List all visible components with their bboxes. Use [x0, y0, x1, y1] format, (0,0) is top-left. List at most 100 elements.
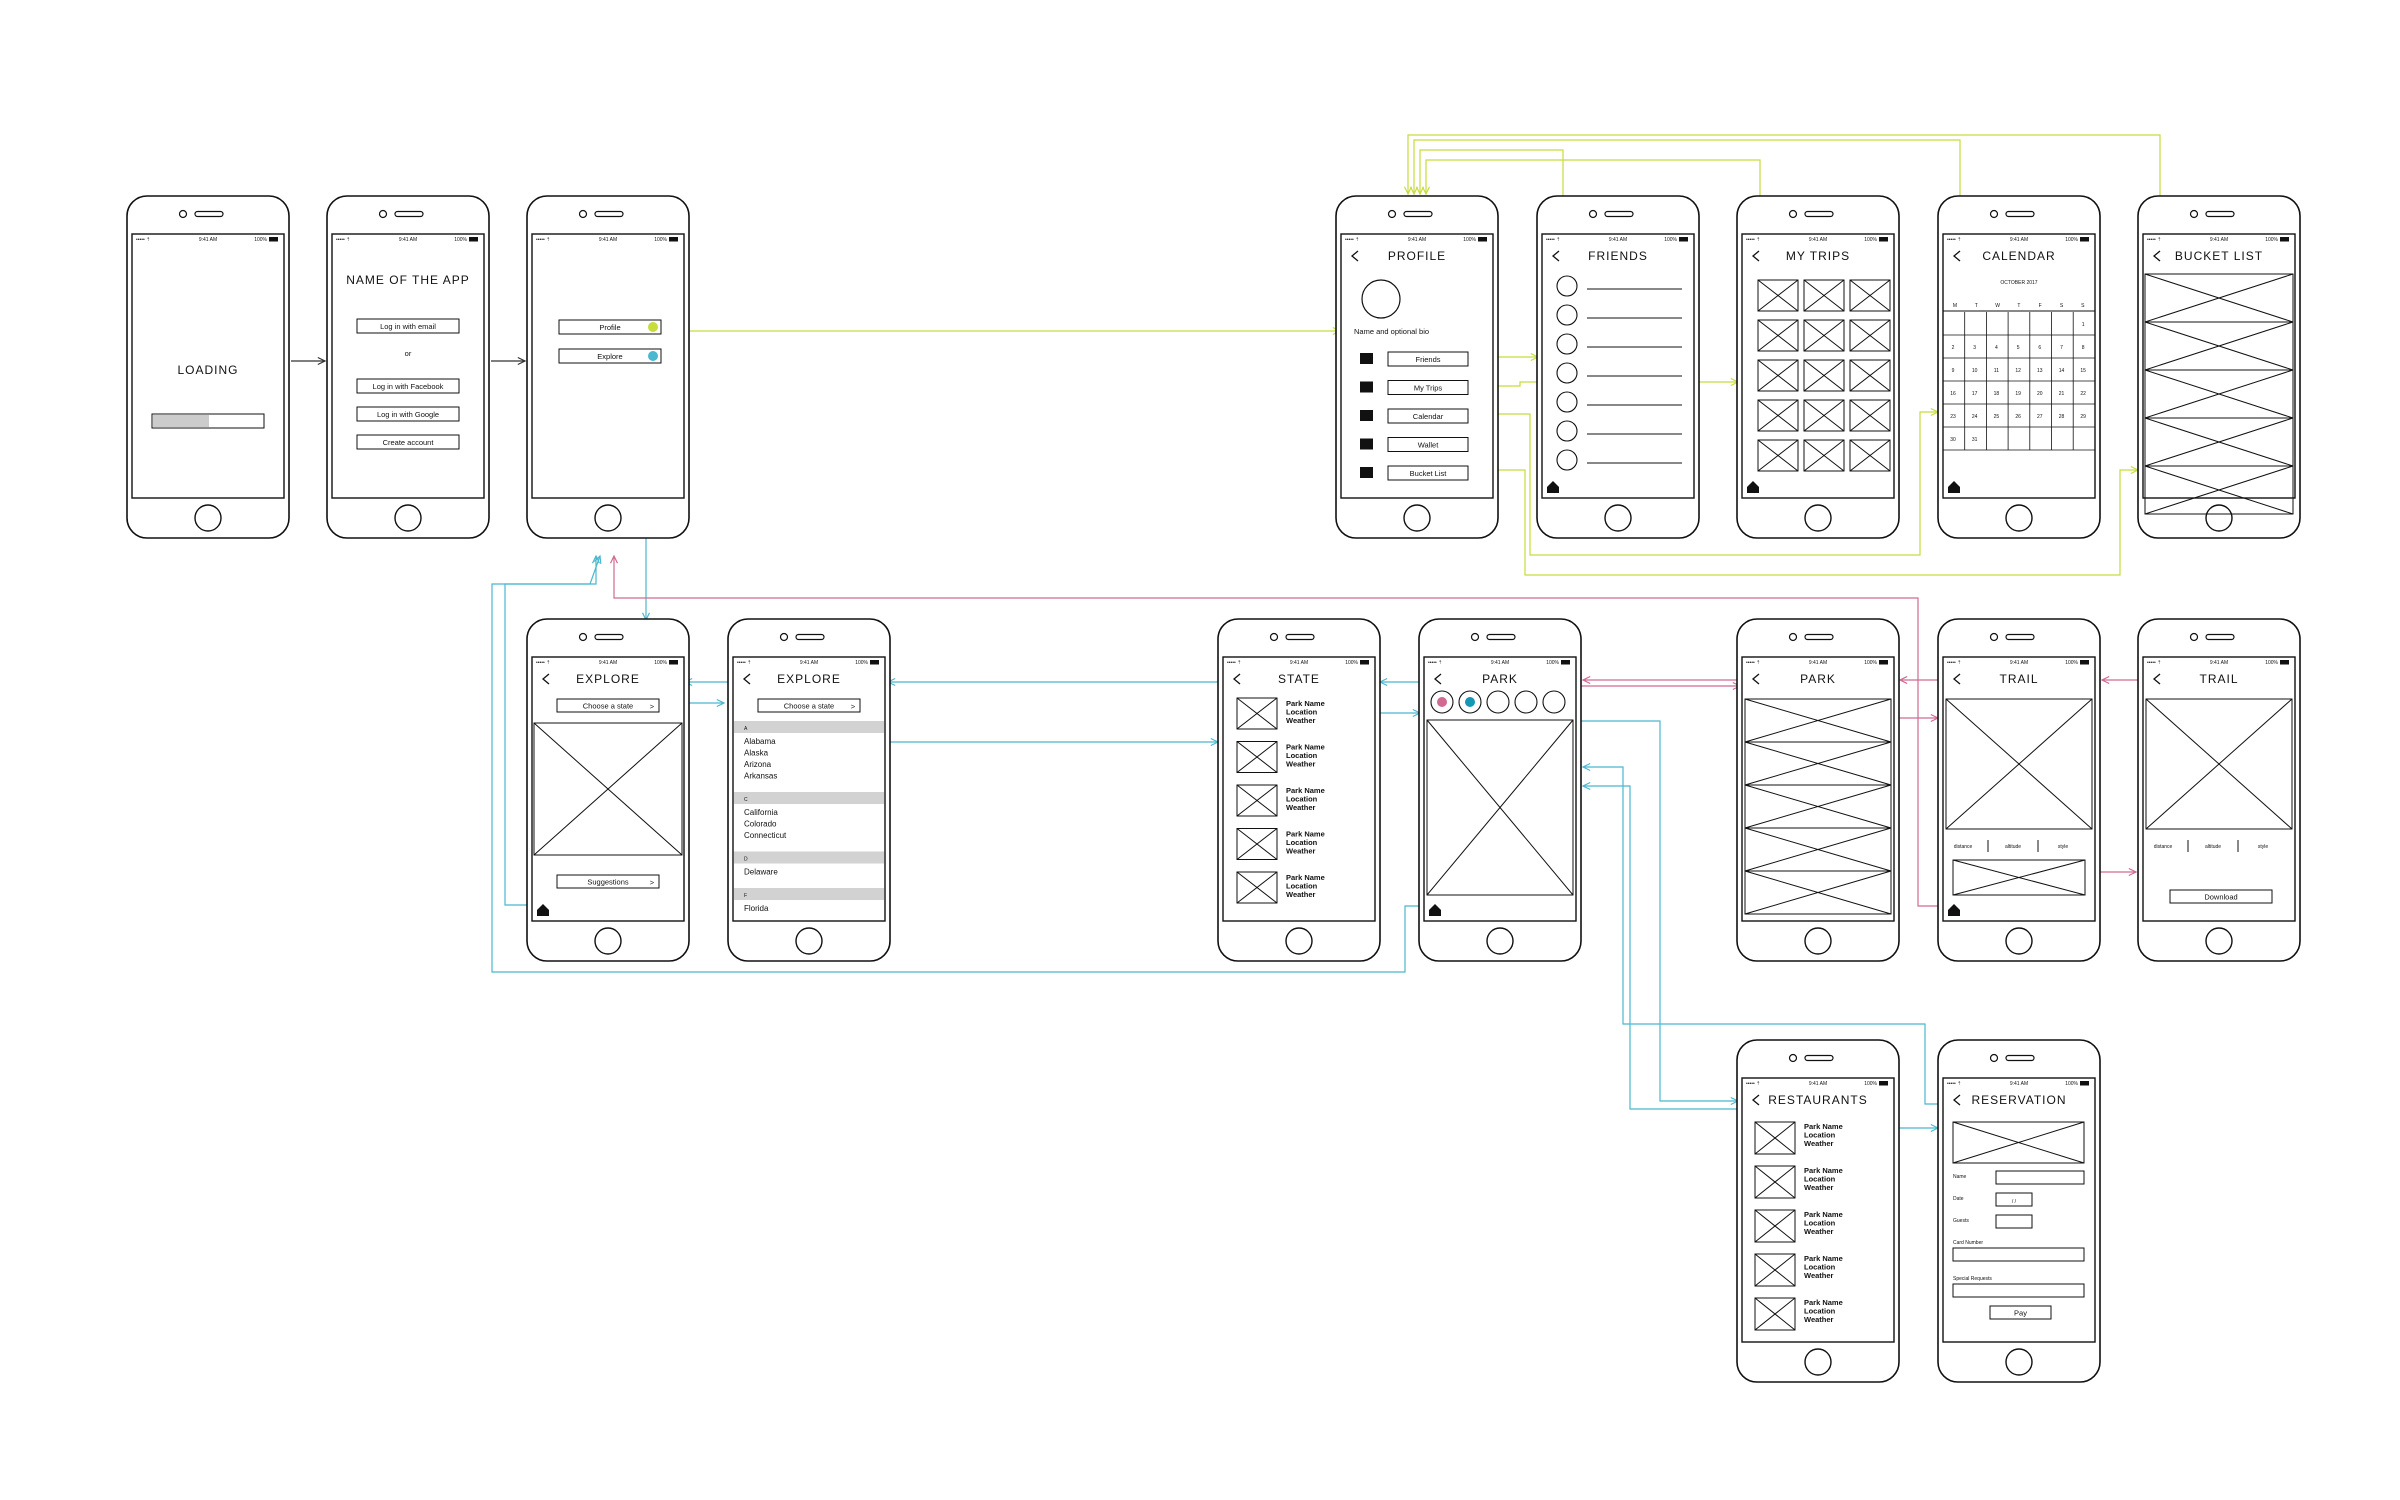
suggestions-button-label[interactable]: Suggestions [587, 878, 629, 887]
home-icon[interactable] [1747, 481, 1759, 493]
restaurant-list-text[interactable]: Location [1804, 1175, 1836, 1184]
profile-calendar-button-label[interactable]: Calendar [1413, 412, 1444, 421]
calendar-day[interactable]: 3 [1973, 345, 1976, 351]
calendar-day[interactable]: 19 [2015, 391, 2021, 397]
home-button[interactable] [394, 504, 422, 532]
chevron-left-icon[interactable] [742, 673, 751, 685]
park-list-text[interactable]: Park Name [1286, 830, 1325, 839]
date-value[interactable]: / / [2012, 1199, 2017, 1205]
restaurant-list-text[interactable]: Location [1804, 1219, 1836, 1228]
home-button[interactable] [2005, 504, 2033, 532]
home-button[interactable] [1403, 504, 1431, 532]
chevron-left-icon[interactable] [541, 673, 550, 685]
restaurant-list-text[interactable]: Park Name [1804, 1166, 1843, 1175]
date-field[interactable] [1995, 1192, 2033, 1207]
chevron-left-icon[interactable] [1952, 1094, 1961, 1106]
home-button[interactable] [1804, 504, 1832, 532]
profile-my-trips-button-frame[interactable] [1387, 380, 1469, 395]
calendar-day[interactable]: 29 [2080, 414, 2086, 420]
park-tab-circle[interactable] [1458, 690, 1482, 714]
calendar-day[interactable]: 20 [2037, 391, 2043, 397]
create-account-button-label[interactable]: Create account [383, 438, 435, 447]
login-facebook-button-label[interactable]: Log in with Facebook [373, 382, 444, 391]
home-button[interactable] [1804, 1348, 1832, 1376]
login-google-button-label[interactable]: Log in with Google [377, 410, 439, 419]
explore-button[interactable]: Explore [558, 348, 662, 364]
chevron-left-icon[interactable] [1350, 250, 1359, 262]
download-button-label[interactable]: Download [2204, 893, 2237, 902]
profile-wallet-button-label[interactable]: Wallet [1418, 441, 1439, 450]
home-button[interactable] [1486, 927, 1514, 955]
home-button[interactable] [2005, 1348, 2033, 1376]
home-icon[interactable] [1948, 481, 1960, 493]
home-button[interactable] [1285, 927, 1313, 955]
calendar-day[interactable]: 16 [1950, 391, 1956, 397]
park-list-text[interactable]: Location [1286, 882, 1318, 891]
restaurant-list-text[interactable]: Park Name [1804, 1122, 1843, 1131]
calendar-day[interactable]: 8 [2082, 345, 2085, 351]
profile-friends-button-frame[interactable] [1387, 351, 1469, 367]
home-icon[interactable] [1547, 481, 1559, 493]
home-icon[interactable] [1429, 904, 1441, 916]
calendar-day[interactable]: 21 [2059, 391, 2065, 397]
special-requests-field[interactable] [1952, 1283, 2085, 1298]
login-email-button-label[interactable]: Log in with email [380, 322, 436, 331]
pay-button-frame[interactable] [1989, 1305, 2052, 1320]
chevron-left-icon[interactable] [1952, 673, 1961, 685]
calendar-day[interactable]: 30 [1950, 437, 1956, 443]
park-list-text[interactable]: Park Name [1286, 786, 1325, 795]
login-google-button[interactable]: Log in with Google [356, 406, 460, 422]
choose-state-button-frame[interactable] [757, 698, 861, 713]
calendar-day[interactable]: 22 [2080, 391, 2086, 397]
calendar-day[interactable]: 2 [1952, 345, 1955, 351]
home-button[interactable] [1604, 504, 1632, 532]
chevron-left-icon[interactable] [2152, 250, 2161, 262]
calendar-day[interactable]: 6 [2038, 345, 2041, 351]
login-email-button[interactable]: Log in with email [356, 318, 460, 334]
login-facebook-button-frame[interactable] [356, 378, 460, 394]
park-tab-circle[interactable] [1486, 690, 1510, 714]
chevron-right-icon[interactable]: > [650, 878, 655, 887]
restaurant-list-text[interactable]: Park Name [1804, 1210, 1843, 1219]
explore-button-frame[interactable] [558, 348, 662, 364]
download-button-frame[interactable] [2169, 889, 2273, 904]
home-button[interactable] [795, 927, 823, 955]
chevron-left-icon[interactable] [1433, 673, 1442, 685]
create-account-button-frame[interactable] [356, 434, 460, 450]
profile-wallet-button[interactable]: Wallet [1387, 437, 1469, 452]
profile-bucket-list-button-frame[interactable] [1387, 465, 1469, 481]
restaurant-list-text[interactable]: Location [1804, 1307, 1836, 1316]
download-button[interactable]: Download [2169, 889, 2273, 904]
profile-button-label[interactable]: Profile [599, 323, 620, 332]
park-list-text[interactable]: Weather [1286, 716, 1316, 725]
park-list-text[interactable]: Location [1286, 708, 1318, 717]
calendar-day[interactable]: 7 [2060, 345, 2063, 351]
park-tab-circle[interactable] [1542, 690, 1566, 714]
chevron-left-icon[interactable] [1751, 1094, 1760, 1106]
choose-state-button-label[interactable]: Choose a state [784, 702, 834, 711]
profile-bucket-list-button-label[interactable]: Bucket List [1410, 469, 1448, 478]
calendar-day[interactable]: 24 [1972, 414, 1978, 420]
card-number-field[interactable] [1952, 1247, 2085, 1262]
park-list-text[interactable]: Weather [1286, 890, 1316, 899]
profile-wallet-button-frame[interactable] [1387, 437, 1469, 452]
profile-bucket-list-button[interactable]: Bucket List [1387, 465, 1469, 481]
calendar-day[interactable]: 15 [2080, 368, 2086, 374]
guests-field[interactable] [1995, 1214, 2033, 1229]
login-facebook-button[interactable]: Log in with Facebook [356, 378, 460, 394]
pay-button-label[interactable]: Pay [2014, 1309, 2027, 1318]
park-list-text[interactable]: Park Name [1286, 743, 1325, 752]
park-tab-circle[interactable] [1430, 690, 1454, 714]
state-list-item[interactable]: Connecticut [744, 831, 787, 840]
park-list-text[interactable]: Weather [1286, 760, 1316, 769]
home-button[interactable] [1804, 927, 1832, 955]
friend-avatar[interactable] [1556, 362, 1578, 384]
calendar-day[interactable]: 12 [2015, 368, 2021, 374]
calendar-day[interactable]: 17 [1972, 391, 1978, 397]
friend-avatar[interactable] [1556, 333, 1578, 355]
state-list-item[interactable]: Florida [744, 904, 769, 913]
calendar-day[interactable]: 25 [1994, 414, 2000, 420]
calendar-day[interactable]: 23 [1950, 414, 1956, 420]
chevron-left-icon[interactable] [1551, 250, 1560, 262]
calendar-day[interactable]: 4 [1995, 345, 1998, 351]
